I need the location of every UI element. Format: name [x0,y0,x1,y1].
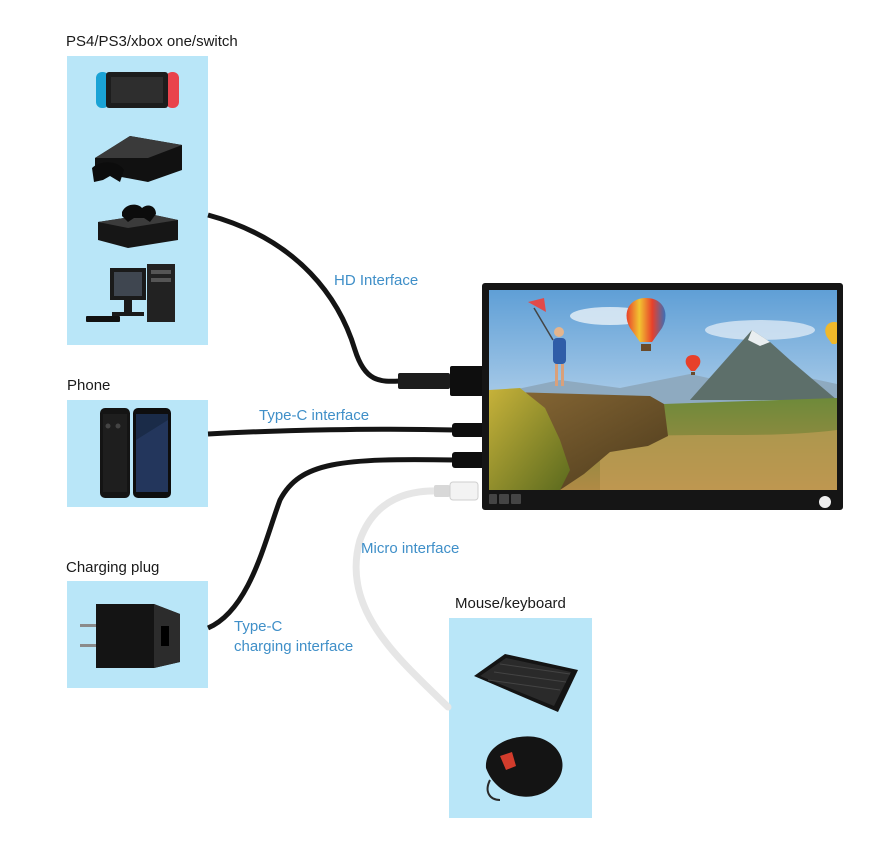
typec-interface-label: Type-C interface [259,407,370,424]
hot-air-balloon [626,298,666,351]
typec-charge-cable [206,457,456,631]
mouse-icon [485,736,563,801]
peripherals-label: Mouse/keyboard [455,595,566,612]
typec-charge-plug-icon [452,452,486,468]
hot-air-balloon [825,322,837,344]
charger-plug-icon [80,604,180,668]
keyboard-icon [474,654,578,712]
hot-air-balloon [685,355,701,375]
hd-interface-label: HD Interface [334,272,419,289]
typec-phone-cable [207,426,456,437]
xbox-one-icon [98,204,178,248]
nintendo-switch-icon [96,72,179,108]
smartphone-icon [100,408,171,498]
charger-label: Charging plug [66,559,160,576]
typec-plug-icon [452,423,486,437]
typec-charge-label-line2: charging interface [234,638,354,655]
micro-plug-icon [434,481,479,501]
micro-interface-label: Micro interface [361,540,460,557]
portable-monitor-icon [482,283,843,510]
phone-label: Phone [67,377,111,394]
typec-charge-label-line1: Type-C [234,618,283,635]
hd-cable [207,212,401,384]
desktop-pc-icon [86,264,175,322]
ps3-console-icon [92,136,182,182]
consoles-label: PS4/PS3/xbox one/switch [66,33,238,50]
hd-plug-icon [398,366,486,396]
micro-cable [352,487,452,711]
